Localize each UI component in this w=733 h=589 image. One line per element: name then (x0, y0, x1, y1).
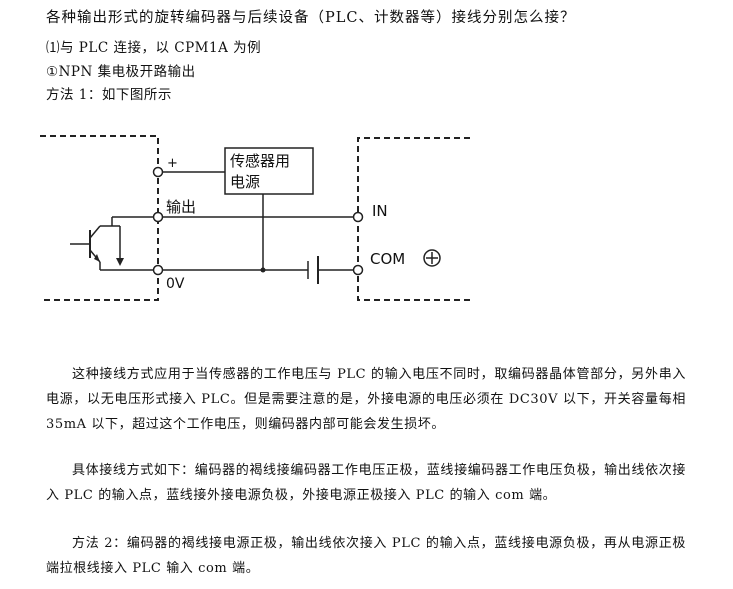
terminal-0v (152, 264, 164, 276)
encoder-boundary (40, 135, 159, 301)
in-label: IN (372, 202, 388, 220)
terminal-com (352, 264, 364, 276)
sensor-power-box (224, 147, 314, 195)
paragraph-wiring-details: 具体接线方式如下：编码器的褐线接编码器工作电压正极，蓝线接编码器工作电压负极，输… (46, 463, 686, 503)
plus-label: + (167, 156, 178, 171)
junction-dot (260, 267, 266, 273)
page-title: 各种输出形式的旋转编码器与后续设备（PLC、计数器等）接线分别怎么接？ (46, 10, 576, 26)
method-heading: 方法 1：如下图所示 (46, 87, 172, 103)
subsection-heading: ①NPN 集电极开路输出 (46, 64, 196, 80)
output-label: 输出 (166, 198, 196, 216)
section-heading: ⑴与 PLC 连接，以 CPM1A 为例 (46, 40, 262, 56)
zero-v-label: 0V (166, 276, 185, 292)
paragraph-method-2: 方法 2：编码器的褐线接电源正极，输出线依次接入 PLC 的输入点，蓝线接电源负… (46, 536, 686, 576)
terminal-plus (152, 166, 164, 178)
terminal-output (152, 211, 164, 223)
sensor-power-label-1: 传感器用 (230, 152, 290, 170)
paragraph-method-1-explanation: 这种接线方式应用于当传感器的工作电压与 PLC 的输入电压不同时，取编码器晶体管… (46, 367, 686, 432)
com-label: COM (370, 250, 405, 268)
wiring-diagram: 传感器用 电源 + 输出 0V IN COM (40, 135, 470, 301)
com-plus-icon (423, 249, 441, 267)
sensor-power-label-2: 电源 (230, 173, 260, 191)
terminal-in (352, 211, 364, 223)
